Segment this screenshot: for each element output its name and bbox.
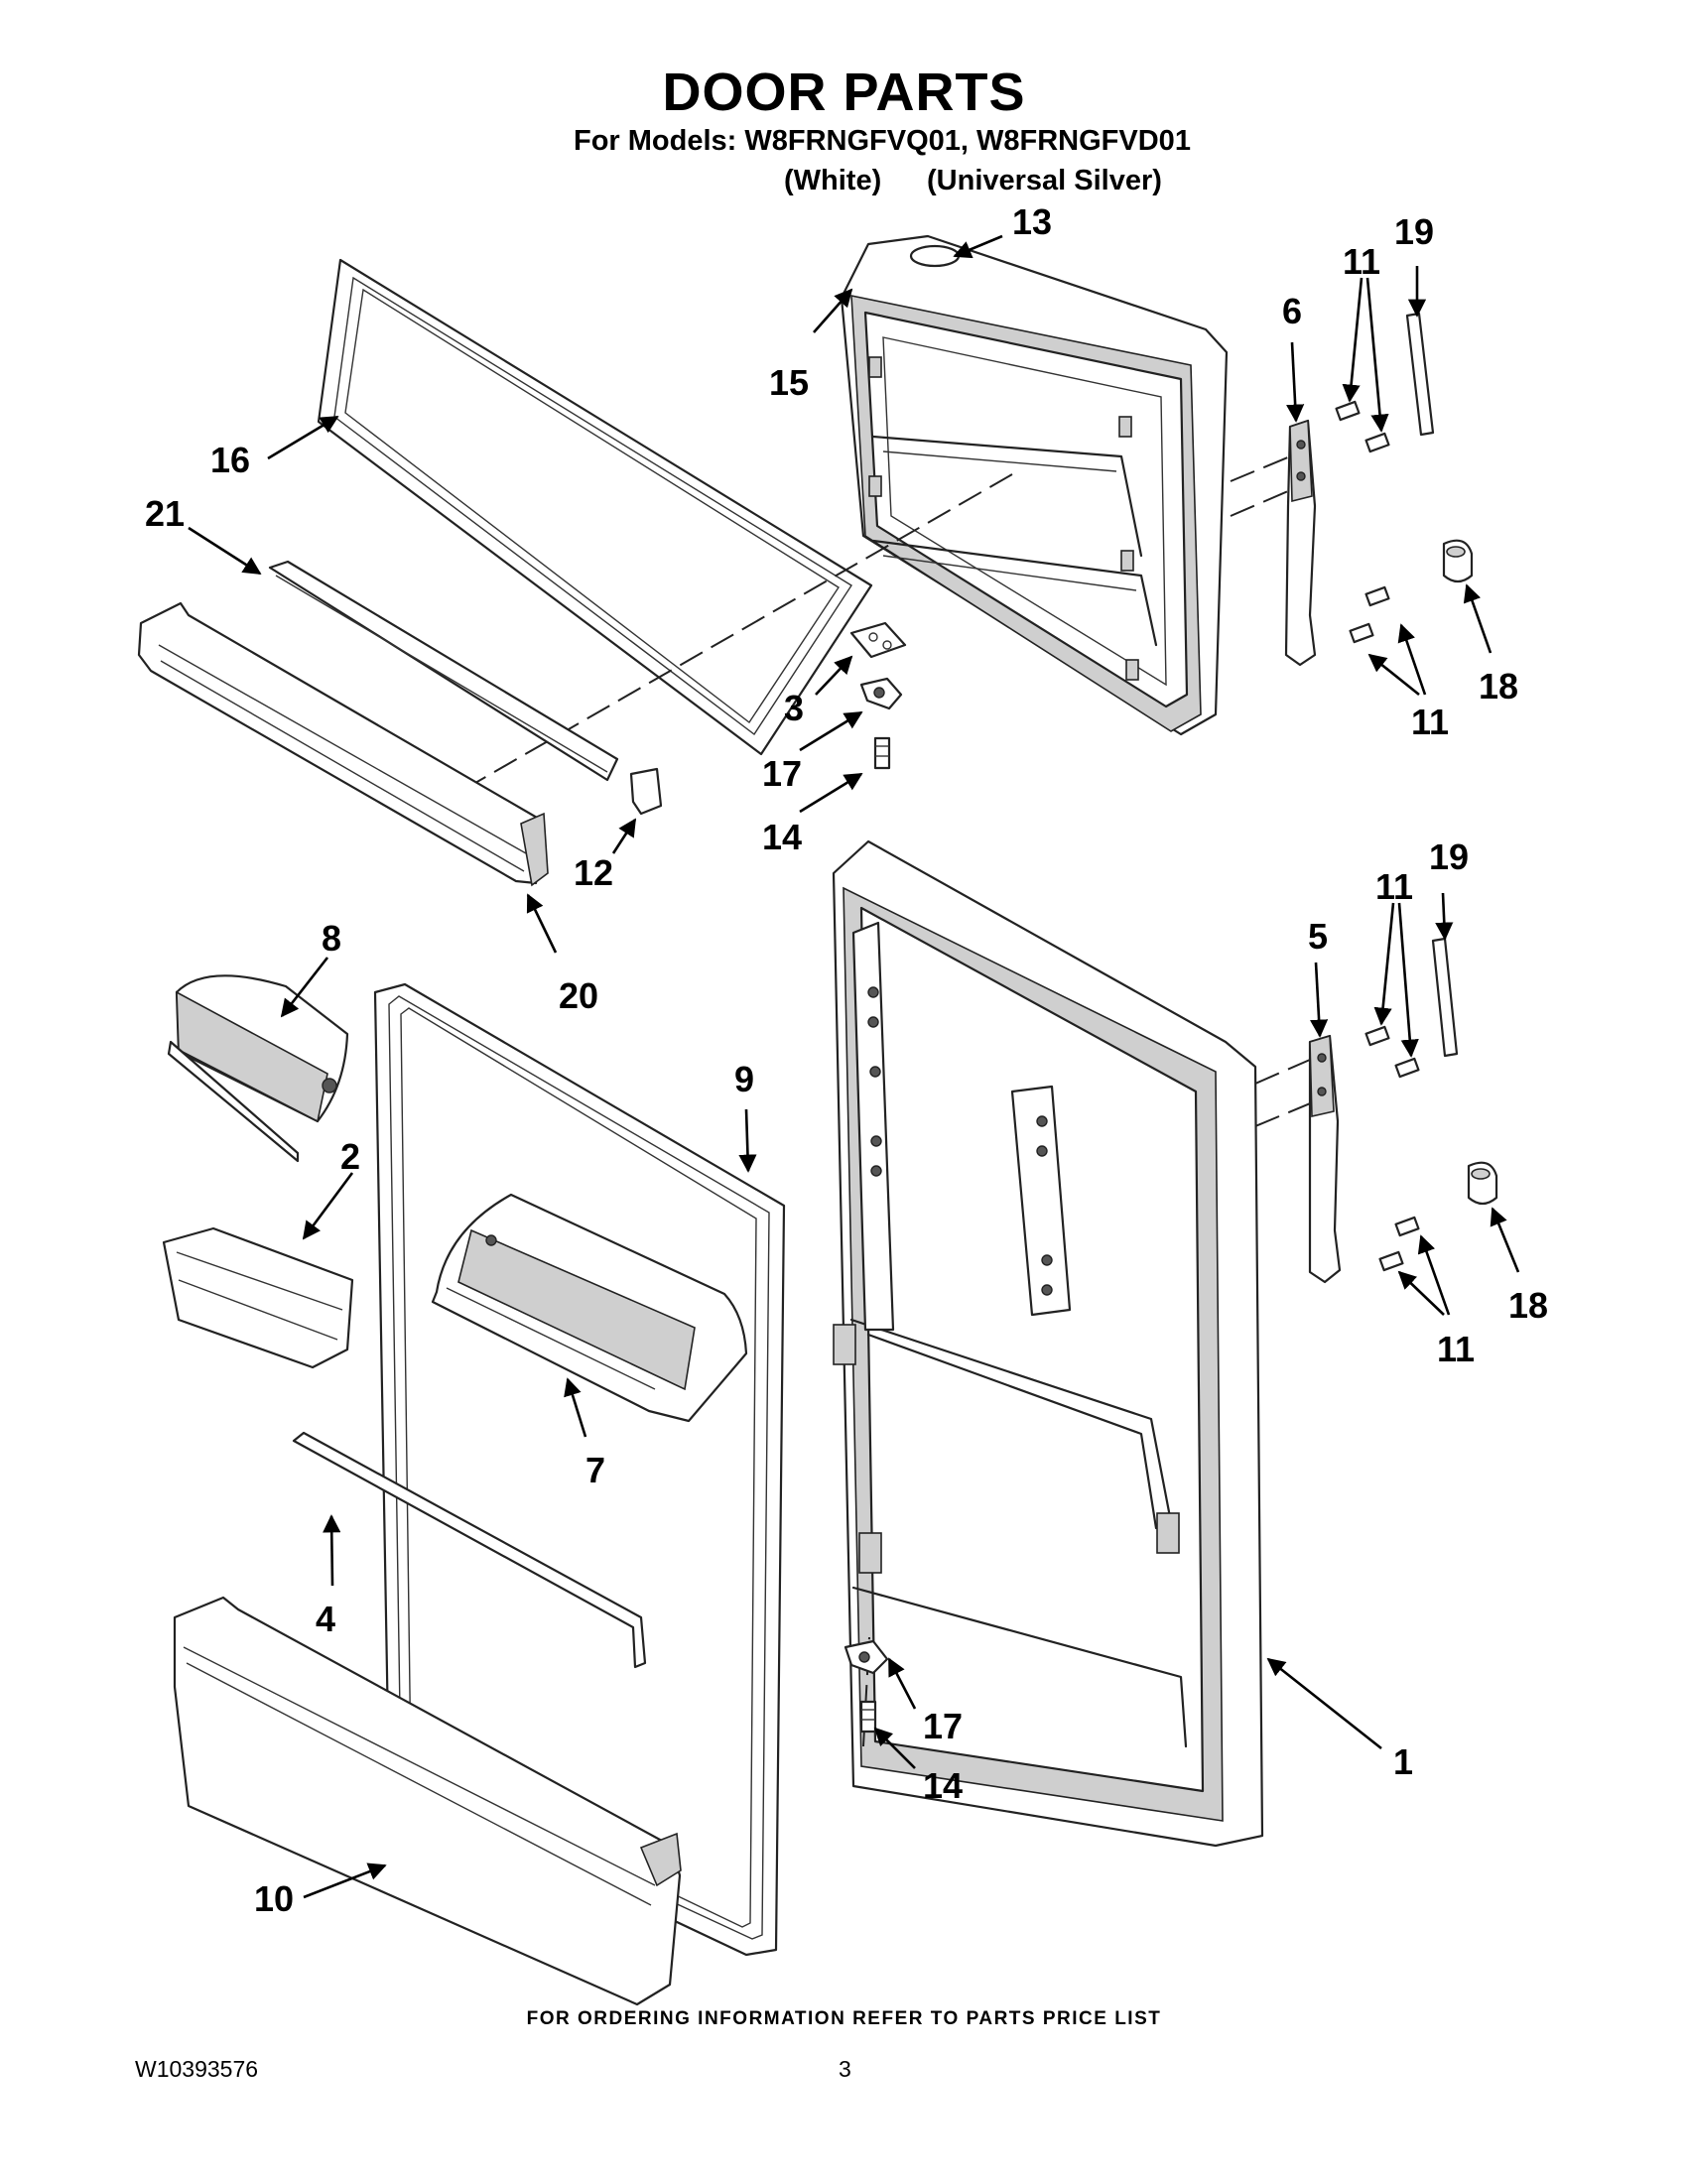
part-16-freezer-gasket (317, 258, 873, 756)
page-title: DOOR PARTS (662, 63, 1026, 122)
part-14-screw-lower (859, 1700, 877, 1734)
part-11-screws-lower (1364, 1025, 1420, 1272)
part-3-hinge-plate (849, 621, 907, 659)
part-21-breaker-strip (268, 560, 619, 782)
part-15-freezer-door (840, 234, 1229, 736)
part-19-trim-upper (1405, 312, 1435, 437)
callout-9: 9 (734, 1059, 755, 1099)
callout-5: 5 (1308, 916, 1329, 957)
models-line: For Models: W8FRNGFVQ01, W8FRNGFVD01 (574, 125, 1191, 157)
part-7-shelf-bin (431, 1193, 748, 1423)
callout-20: 20 (559, 975, 599, 1016)
callout-4: 4 (316, 1599, 336, 1639)
model-variant-silver: (Universal Silver) (927, 165, 1162, 196)
callout-3: 3 (784, 688, 805, 728)
part-2-dairy-bin (162, 1226, 354, 1369)
callout-2: 2 (340, 1136, 361, 1177)
part-11-screws-upper (1335, 400, 1390, 644)
part-18-cap-upper (1442, 539, 1474, 583)
callout-11-lower-b: 11 (1437, 1329, 1476, 1369)
callout-14-upper: 14 (762, 817, 803, 857)
part-20-freezer-bin (137, 601, 549, 887)
ordering-note: FOR ORDERING INFORMATION REFER TO PARTS … (526, 2008, 1162, 2029)
callout-7: 7 (585, 1450, 606, 1490)
callout-12: 12 (574, 852, 614, 893)
callout-10: 10 (254, 1878, 295, 1919)
model-variant-white: (White) (784, 165, 882, 196)
part-10-door-bin (173, 1596, 682, 2006)
callout-leaders (188, 234, 1520, 1899)
page-number: 3 (839, 2056, 851, 2082)
part-8-dairy-door (167, 974, 349, 1163)
part-14-screw-upper (873, 736, 891, 770)
door-shelf-studs (867, 986, 1053, 1296)
callout-18-lower: 18 (1508, 1285, 1549, 1326)
callout-6: 6 (1282, 291, 1303, 331)
callout-13: 13 (1012, 201, 1053, 242)
part-12-bin-end-cap (629, 767, 663, 816)
callout-15: 15 (769, 362, 810, 403)
part-19-trim-lower (1431, 937, 1459, 1058)
callout-19-lower: 19 (1429, 836, 1470, 877)
part-1-refrigerator-door (832, 839, 1264, 1848)
part-4-bin-trim (292, 1431, 647, 1669)
callout-17-upper: 17 (762, 753, 803, 794)
callout-11-upper-a: 11 (1343, 241, 1381, 282)
document-number: W10393576 (135, 2056, 259, 2082)
callout-18-upper: 18 (1479, 666, 1519, 707)
callout-11-upper-b: 11 (1411, 702, 1450, 742)
callout-19-upper: 19 (1394, 211, 1435, 252)
part-18-cap-lower (1467, 1161, 1498, 1206)
callout-16: 16 (210, 440, 251, 480)
callout-11-lower-a: 11 (1375, 866, 1414, 907)
callout-17-lower: 17 (923, 1706, 964, 1746)
part-17-hinge-upper (859, 677, 903, 710)
callout-21: 21 (145, 493, 186, 534)
callout-1: 1 (1393, 1741, 1414, 1782)
part-6-upper-handle (1284, 419, 1317, 667)
part-17-hinge-lower (844, 1639, 889, 1675)
part-5-lower-handle (1308, 1034, 1342, 1284)
callout-8: 8 (322, 918, 342, 959)
callout-14-lower: 14 (923, 1765, 964, 1806)
